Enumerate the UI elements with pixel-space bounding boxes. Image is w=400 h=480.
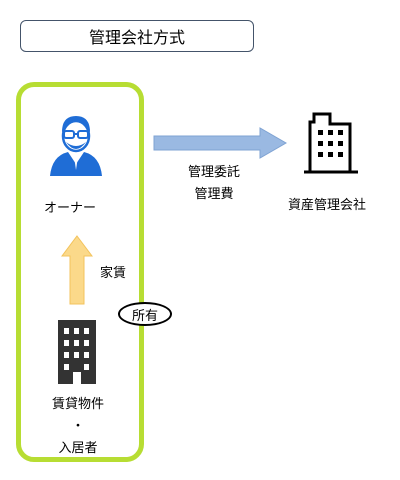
- management-arrow: [153, 127, 288, 159]
- apartment-building-icon: [58, 320, 96, 384]
- management-company-label: 資産管理会社: [288, 198, 367, 213]
- tenant-label-dot: ・: [71, 419, 85, 434]
- owner-label: オーナー: [44, 201, 97, 216]
- title-text: 管理会社方式: [88, 28, 185, 47]
- ownership-badge: 所有: [118, 302, 172, 326]
- management-label-line2: 管理費: [194, 187, 234, 202]
- tenant-label: 賃貸物件 ・ 入居者: [36, 394, 120, 460]
- diagram-title: 管理会社方式: [20, 20, 254, 52]
- rent-label: 家賃: [100, 266, 127, 281]
- person-with-glasses-icon: [50, 116, 102, 176]
- management-label-line1: 管理委託: [187, 165, 240, 180]
- rent-arrow: [61, 235, 93, 305]
- office-building-icon: [304, 112, 358, 174]
- ownership-label: 所有: [131, 308, 158, 324]
- management-label: 管理委託 管理費: [166, 162, 262, 206]
- tenant-label-line1: 賃貸物件: [51, 397, 104, 412]
- owner-group-frame: [16, 82, 144, 462]
- tenant-label-line2: 入居者: [58, 441, 98, 456]
